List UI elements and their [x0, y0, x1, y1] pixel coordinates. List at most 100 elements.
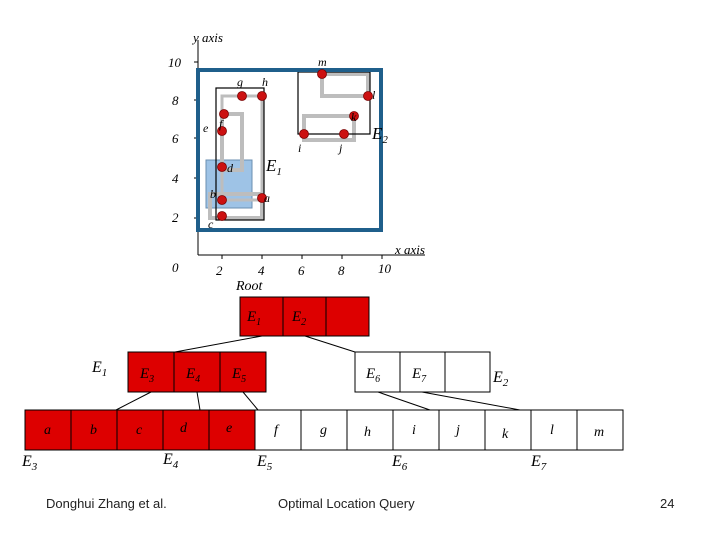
mbr-e2-inner [297, 71, 371, 135]
svg-text:f: f [274, 423, 280, 438]
point-j [339, 129, 349, 139]
e1-label: E1 [265, 156, 282, 178]
point-c [217, 211, 227, 221]
point-label-e: e [203, 121, 209, 135]
point-d [217, 162, 227, 172]
mbr-root [196, 68, 383, 232]
svg-text:E4: E4 [185, 366, 200, 385]
point-label-i: i [298, 141, 301, 155]
point-label-f: f [219, 117, 224, 131]
svg-text:j: j [454, 423, 460, 438]
rtree: Root E1 E2 E1 E3 E4 E5 E6 E7 E2 a [21, 279, 624, 473]
footer-title: Optimal Location Query [278, 496, 415, 511]
svg-text:E7: E7 [411, 366, 427, 385]
point-h [257, 91, 267, 101]
leaf-e6-cell-h [346, 409, 394, 451]
leaf-e4-cell-d [162, 409, 210, 451]
x-axis-label: x axis [394, 242, 425, 257]
point-label-g: g [237, 75, 243, 89]
x-tick-6: 6 [298, 263, 305, 278]
svg-text:b: b [90, 423, 97, 438]
point-a [257, 193, 267, 203]
node-e2-entry-e6 [354, 351, 401, 393]
y-tick-10: 10 [168, 55, 182, 70]
leaf-e6-cell-i [392, 409, 440, 451]
point-f [219, 109, 229, 119]
point-g [237, 91, 247, 101]
svg-text:E1: E1 [246, 309, 261, 328]
point-label-a: a [264, 191, 270, 205]
node-e1-entry-e4 [173, 351, 221, 393]
footer-page-number: 24 [660, 496, 674, 511]
point-label-b: b [210, 187, 216, 201]
point-label-j: j [337, 141, 343, 155]
mbr-e1-inner [215, 87, 265, 221]
x-tick-10: 10 [378, 261, 392, 276]
svg-text:g: g [320, 423, 327, 438]
leaf-e4-label: E4 [162, 451, 179, 471]
point-label-d: d [227, 161, 234, 175]
mbr-e3 [208, 192, 264, 220]
node-e1-entry-e3 [127, 351, 175, 393]
point-k [349, 111, 359, 121]
point-label-l: l [372, 88, 376, 102]
node-e1-side-label: E1 [91, 359, 107, 379]
y-tick-6: 6 [172, 131, 179, 146]
x-tick-8: 8 [338, 263, 345, 278]
point-b [217, 195, 227, 205]
e2-label: E2 [371, 124, 388, 146]
point-label-m: m [318, 55, 327, 69]
leaf-e5-cell-g [300, 409, 348, 451]
svg-text:E5: E5 [231, 366, 246, 385]
svg-text:m: m [594, 425, 604, 440]
point-label-h: h [262, 75, 268, 89]
leaf-e3-cell-b [70, 409, 118, 451]
point-m [317, 69, 327, 79]
leaf-e6-label: E6 [391, 453, 408, 473]
leaf-e5-cell-f [254, 409, 302, 451]
mbr-e7 [320, 72, 370, 98]
svg-text:e: e [226, 421, 232, 436]
y-tick-8: 8 [172, 93, 179, 108]
point-label-k: k [351, 110, 357, 124]
point-label-c: c [208, 217, 214, 231]
y-axis-label: y axis [191, 30, 223, 45]
svg-text:E2: E2 [291, 309, 306, 328]
node-e2-entry-e7 [399, 351, 446, 393]
svg-text:c: c [136, 423, 143, 438]
node-e2-side-label: E2 [492, 369, 509, 389]
mbr-e6 [302, 114, 356, 142]
node-e2-entry-empty [444, 351, 491, 393]
leaf-e7-cell-m [576, 409, 624, 451]
leaf-e3-cell-a [24, 409, 72, 451]
x-tick-4: 4 [258, 263, 265, 278]
leaf-e3-cell-c [116, 409, 164, 451]
svg-text:E6: E6 [365, 366, 380, 385]
x-tick-2: 2 [216, 263, 223, 278]
leaf-e7-label: E7 [530, 453, 547, 473]
svg-text:i: i [412, 423, 416, 438]
coordinate-plot: y axis x axis 10 8 6 4 2 0 2 4 6 8 10 [168, 30, 425, 278]
root-label: Root [235, 279, 264, 294]
svg-text:E3: E3 [139, 366, 154, 385]
leaf-e3-label: E3 [21, 453, 38, 473]
point-e [217, 126, 227, 136]
leaf-e7-cell-l [530, 409, 578, 451]
svg-text:l: l [550, 423, 554, 438]
point-l [363, 91, 373, 101]
root-entry-e1 [239, 296, 284, 337]
root-entry-empty [325, 296, 370, 337]
footer-author: Donghui Zhang et al. [46, 496, 167, 511]
point-i [299, 129, 309, 139]
y-tick-4: 4 [172, 171, 179, 186]
leaf-e5-label: E5 [256, 453, 273, 473]
svg-text:h: h [364, 425, 371, 440]
node-e1-entry-e5 [219, 351, 267, 393]
svg-text:d: d [180, 421, 188, 436]
leaf-e6-cell-j [438, 409, 486, 451]
svg-text:k: k [502, 427, 509, 442]
svg-text:a: a [44, 423, 51, 438]
leaf-e4-cell-e [208, 409, 256, 451]
y-tick-0: 0 [172, 260, 179, 275]
